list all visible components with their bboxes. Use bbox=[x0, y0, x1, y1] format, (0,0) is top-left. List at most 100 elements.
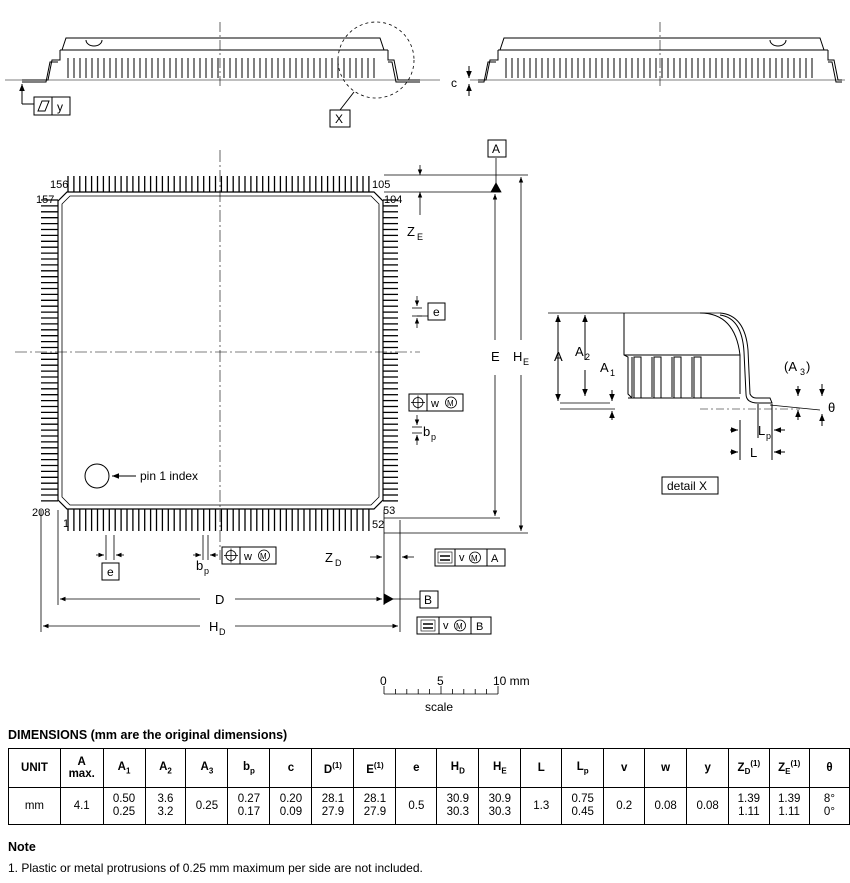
dimensions-header-cell: L bbox=[520, 748, 563, 788]
flatness-frame-y: y bbox=[33, 96, 71, 116]
svg-text:Z: Z bbox=[407, 224, 415, 239]
pin-number-1: 1 bbox=[63, 518, 69, 530]
scale-label-0: 0 bbox=[380, 674, 387, 688]
svg-text:): ) bbox=[806, 359, 810, 374]
dimensions-header-cell: θ bbox=[808, 748, 850, 788]
dimensions-header-cell: HE bbox=[478, 748, 522, 788]
dimensions-cell: 0.08 bbox=[686, 787, 730, 825]
svg-text:A: A bbox=[600, 360, 609, 375]
svg-text:v: v bbox=[443, 620, 449, 632]
tolerance-frame-v-a: v M A bbox=[434, 548, 506, 567]
svg-text:M: M bbox=[260, 552, 267, 561]
dimensions-title: DIMENSIONS (mm are the original dimensio… bbox=[8, 728, 288, 742]
dimensions-header-cell: A2 bbox=[144, 748, 187, 788]
svg-text:A: A bbox=[575, 344, 584, 359]
pin1-index-label: pin 1 index bbox=[140, 469, 198, 483]
side-view-right bbox=[466, 22, 845, 96]
svg-text:H: H bbox=[513, 349, 522, 364]
pin-number-157: 157 bbox=[36, 194, 54, 206]
dimensions-header-cell: bp bbox=[227, 748, 271, 788]
detail-label-a3: (A 3 ) bbox=[784, 359, 810, 377]
label-y: y bbox=[57, 100, 63, 114]
svg-text:p: p bbox=[766, 431, 771, 441]
pitch-e-frame-bottom: e bbox=[101, 562, 120, 581]
dimensions-cell: 0.25 bbox=[185, 787, 229, 825]
svg-text:p: p bbox=[204, 566, 209, 576]
svg-text:e: e bbox=[107, 565, 114, 579]
dimensions-header-cell: c bbox=[269, 748, 313, 788]
dim-label-zd: Z D bbox=[325, 550, 342, 568]
svg-text:A: A bbox=[491, 553, 499, 565]
dimensions-header-cell: A3 bbox=[185, 748, 229, 788]
dimensions-cell: 4.1 bbox=[59, 787, 104, 825]
dimensions-cell: 0.08 bbox=[644, 787, 688, 825]
svg-text:H: H bbox=[209, 619, 218, 634]
svg-text:v: v bbox=[459, 552, 465, 564]
bottom-dimension-lines bbox=[40, 510, 420, 632]
detail-x-caption: detail X bbox=[661, 476, 719, 495]
detail-label-lp: L p bbox=[758, 423, 771, 441]
scale-label-10: 10 mm bbox=[493, 674, 530, 688]
top-view: pin 1 index 156 157 105 104 208 1 53 52 bbox=[15, 150, 420, 560]
svg-text:2: 2 bbox=[585, 352, 590, 362]
tolerance-frame-w-bottom: w M bbox=[221, 546, 277, 565]
svg-text:M: M bbox=[447, 399, 454, 408]
dimensions-header-cell: ZD(1) bbox=[728, 748, 770, 788]
pin-number-156: 156 bbox=[50, 179, 68, 191]
dimensions-header-cell: Lp bbox=[561, 748, 605, 788]
detail-x-callout: X bbox=[329, 109, 351, 128]
detail-label-theta: θ bbox=[828, 400, 835, 415]
dimensions-header-cell: v bbox=[603, 748, 646, 788]
dim-label-bp-bottom: b p bbox=[196, 558, 209, 576]
svg-text:b: b bbox=[423, 424, 430, 439]
side-view-leads bbox=[66, 60, 380, 78]
pins-top-row bbox=[67, 176, 370, 192]
svg-text:E: E bbox=[523, 357, 529, 367]
dimension-e-he bbox=[384, 158, 528, 534]
dimensions-header-cell: y bbox=[686, 748, 730, 788]
svg-text:1: 1 bbox=[610, 368, 615, 378]
dimensions-cell: 1.3 bbox=[520, 787, 563, 825]
pin-number-105: 105 bbox=[372, 179, 390, 191]
dim-label-hd: H D bbox=[209, 619, 226, 637]
right-side-small-dims bbox=[412, 165, 428, 445]
svg-text:E: E bbox=[417, 232, 423, 242]
dimensions-cell: 0.5 bbox=[395, 787, 438, 825]
svg-text:e: e bbox=[433, 305, 440, 319]
detail-label-a2: A 2 bbox=[575, 344, 590, 362]
svg-text:M: M bbox=[456, 622, 463, 631]
dimensions-header-cell: UNIT bbox=[8, 748, 61, 788]
dimensions-header-cell: HD bbox=[436, 748, 480, 788]
pin-number-53: 53 bbox=[383, 505, 395, 517]
label-c: c bbox=[451, 76, 457, 90]
svg-text:detail X: detail X bbox=[667, 479, 707, 493]
pitch-e-frame-right: e bbox=[427, 302, 446, 321]
svg-text:b: b bbox=[196, 558, 203, 573]
dim-label-e-upper: E bbox=[491, 349, 500, 364]
detail-label-l: L bbox=[750, 445, 757, 460]
svg-text:M: M bbox=[471, 554, 478, 563]
svg-text:p: p bbox=[431, 432, 436, 442]
pins-right-column bbox=[383, 199, 398, 502]
svg-text:(A: (A bbox=[784, 359, 797, 374]
svg-text:3: 3 bbox=[800, 367, 805, 377]
dimensions-header-cell: D(1) bbox=[311, 748, 355, 788]
detail-label-a: A bbox=[554, 349, 563, 364]
detail-label-a1: A 1 bbox=[600, 360, 615, 378]
datum-b-frame: B bbox=[419, 590, 439, 609]
svg-text:D: D bbox=[219, 627, 226, 637]
label-x: X bbox=[335, 112, 343, 126]
svg-text:B: B bbox=[476, 621, 483, 633]
